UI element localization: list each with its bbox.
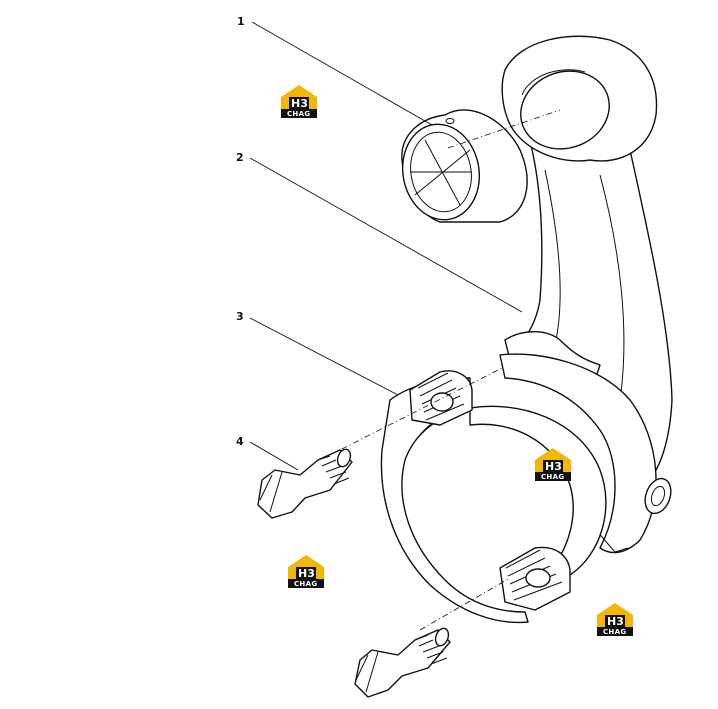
leader-3 xyxy=(249,317,399,396)
svg-text:H3: H3 xyxy=(545,460,562,473)
leader-2 xyxy=(249,157,523,313)
svg-text:CHAG: CHAG xyxy=(294,580,317,588)
rod-bolt-lower xyxy=(354,627,451,698)
callout-1: 1 xyxy=(237,15,245,28)
watermark-h3: H3 xyxy=(291,97,308,110)
watermark-logo-icon: H3 CHAG xyxy=(597,603,633,636)
watermark-logo-icon: H3 CHAG xyxy=(288,555,324,588)
rod-bolt xyxy=(257,448,353,519)
watermark-brand: CHAG xyxy=(287,110,310,118)
callout-2: 2 xyxy=(236,151,244,164)
leader-1 xyxy=(251,21,433,126)
watermark-logo-icon: H3 CHAG xyxy=(535,448,571,481)
leader-4 xyxy=(249,441,299,471)
lower-bolt-axis xyxy=(419,577,511,631)
small-end-bushing xyxy=(401,109,528,223)
connecting-rod xyxy=(499,35,673,554)
svg-text:CHAG: CHAG xyxy=(541,473,564,481)
watermark-logo-icon: H3 CHAG xyxy=(281,85,317,118)
svg-text:H3: H3 xyxy=(607,615,624,628)
connecting-rod-cap xyxy=(380,370,607,624)
callout-3: 3 xyxy=(236,310,244,323)
leader-lines xyxy=(249,21,523,471)
upper-bolt-axis xyxy=(329,367,503,456)
svg-text:CHAG: CHAG xyxy=(603,628,626,636)
svg-text:H3: H3 xyxy=(298,567,315,580)
callout-4: 4 xyxy=(236,435,244,448)
